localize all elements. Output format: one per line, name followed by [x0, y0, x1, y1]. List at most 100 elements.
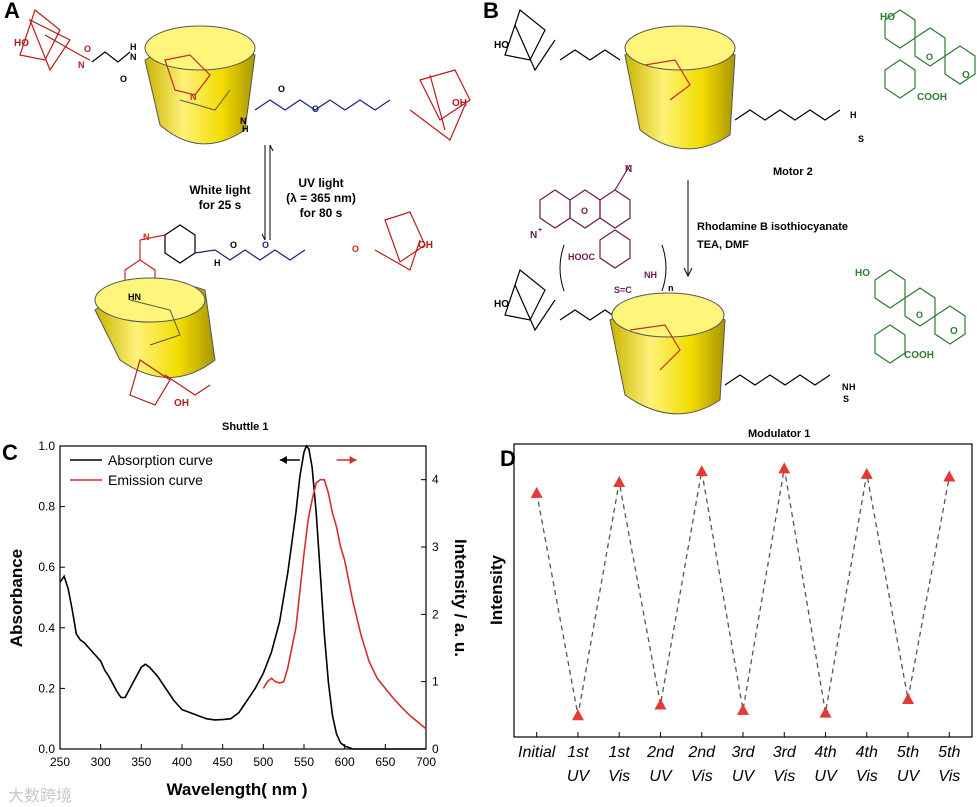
h-label-2: H	[242, 124, 249, 134]
panel-d-letter: D	[500, 446, 516, 471]
motor-h: H	[850, 110, 857, 120]
rh-nplus: N	[530, 230, 537, 241]
y2-tick-label: 2	[432, 607, 439, 621]
x-tick-label: Vis	[856, 768, 878, 785]
o-label-4: O	[312, 104, 319, 114]
h-label-b: H	[214, 258, 221, 268]
motor-stopper	[504, 8, 556, 72]
bracket-right	[661, 244, 667, 292]
cyclodextrin-top	[144, 25, 256, 145]
o-label-b1: O	[230, 240, 237, 250]
mod-s: S	[843, 394, 849, 404]
motor-s: S	[858, 134, 864, 144]
chart-c-axis-arrows	[279, 456, 357, 464]
x-tick-label: Vis	[691, 768, 713, 785]
fluorescein-bottom	[874, 269, 966, 364]
fl-o: O	[926, 52, 933, 62]
mod-fl-ho: HO	[855, 268, 870, 279]
panel-a-letter: A	[4, 0, 20, 23]
phenyl-bottom	[164, 224, 196, 264]
intensity-marker	[860, 467, 873, 479]
watermark: 大数跨境	[8, 788, 73, 805]
ho-label: HO	[14, 38, 29, 49]
modulator-cyclodextrin	[609, 292, 726, 415]
x-tick-label: 550	[294, 755, 314, 769]
n-label: N	[78, 60, 85, 70]
left-arrow-head	[279, 456, 287, 464]
x-tick-label: 4th	[856, 744, 878, 761]
intensity-marker	[943, 470, 956, 482]
intensity-marker	[902, 693, 915, 705]
right-arrow-head	[349, 456, 357, 464]
stopper-left-top	[19, 8, 91, 72]
y-tick-label: 0.4	[38, 621, 55, 635]
intensity-marker	[530, 486, 543, 498]
chart-c-xlabel: Wavelength( nm )	[166, 780, 307, 799]
white-light-line1: White light	[189, 183, 251, 197]
intensity-marker	[819, 706, 832, 718]
legend-absorption-label: Absorption curve	[108, 452, 213, 468]
uv-line2: (λ = 365 nm)	[286, 191, 356, 205]
chart-d-ylabel: Intensity	[487, 555, 506, 625]
n-label-2: N	[130, 52, 137, 62]
x-tick-label: UV	[567, 768, 591, 785]
x-tick-label: 4th	[814, 744, 836, 761]
motor-caption: Motor 2	[773, 166, 813, 178]
mod-ho: HO	[494, 299, 509, 310]
motor-peg	[734, 109, 841, 121]
mod-fl-keto: O	[950, 326, 958, 337]
x-tick-label: 250	[50, 755, 70, 769]
x-tick-label: 2nd	[687, 744, 716, 761]
oh-label-b: OH	[418, 240, 433, 251]
intensity-marker	[778, 462, 791, 474]
y-tick-label: 0.0	[38, 742, 55, 756]
x-tick-label: 2nd	[646, 744, 675, 761]
x-tick-label: 700	[416, 755, 436, 769]
x-tick-label: 650	[375, 755, 395, 769]
reagent-text: Rhodamine B isothiocyanate TEA, DMF	[697, 218, 848, 254]
x-tick-label: 3rd	[731, 744, 755, 761]
x-tick-label: Vis	[773, 768, 795, 785]
intensity-marker	[613, 475, 626, 487]
rh-nh: NH	[644, 270, 657, 280]
azo-n-label: N	[190, 92, 197, 102]
cyclodextrin-bottom	[94, 277, 216, 378]
absorption-curve	[59, 444, 426, 750]
rh-n-sub: n	[668, 283, 674, 293]
intensity-marker	[695, 465, 708, 477]
x-tick-label: Vis	[608, 768, 630, 785]
x-tick-label: UV	[732, 768, 756, 785]
x-tick-label: UV	[649, 768, 673, 785]
x-tick-label: UV	[897, 768, 921, 785]
modulator-caption: Modulator 1	[748, 428, 811, 440]
chart-c-y-ticks: 0.00.20.40.60.81.0	[38, 440, 65, 756]
mod-fl-o: O	[916, 310, 923, 320]
y-tick-label: 0.2	[38, 681, 55, 695]
motor-ho: HO	[494, 40, 509, 51]
x-tick-label: 600	[335, 755, 355, 769]
mod-h: H	[849, 382, 856, 392]
legend-emission-label: Emission curve	[108, 472, 203, 488]
o-label-b3: O	[352, 244, 359, 254]
o-label-2: O	[120, 74, 127, 84]
fl-keto: O	[962, 70, 970, 81]
y2-tick-label: 4	[432, 473, 439, 487]
o-label-b2: O	[262, 240, 269, 250]
y-tick-label: 0.6	[38, 560, 55, 574]
x-tick-label: 3rd	[773, 744, 797, 761]
intensity-marker	[654, 698, 667, 710]
emission-curve	[262, 478, 427, 730]
x-tick-label: UV	[814, 768, 838, 785]
y2-tick-label: 3	[432, 540, 439, 554]
hn-label: HN	[128, 292, 141, 302]
chart-d-markers	[530, 462, 956, 721]
y-tick-label: 0.8	[38, 500, 55, 514]
panel-a-scheme: HO O N O H N N N H O O OH N H O O O	[14, 8, 471, 409]
fluorescein-top	[884, 9, 976, 99]
fl-cooh: COOH	[917, 92, 947, 103]
